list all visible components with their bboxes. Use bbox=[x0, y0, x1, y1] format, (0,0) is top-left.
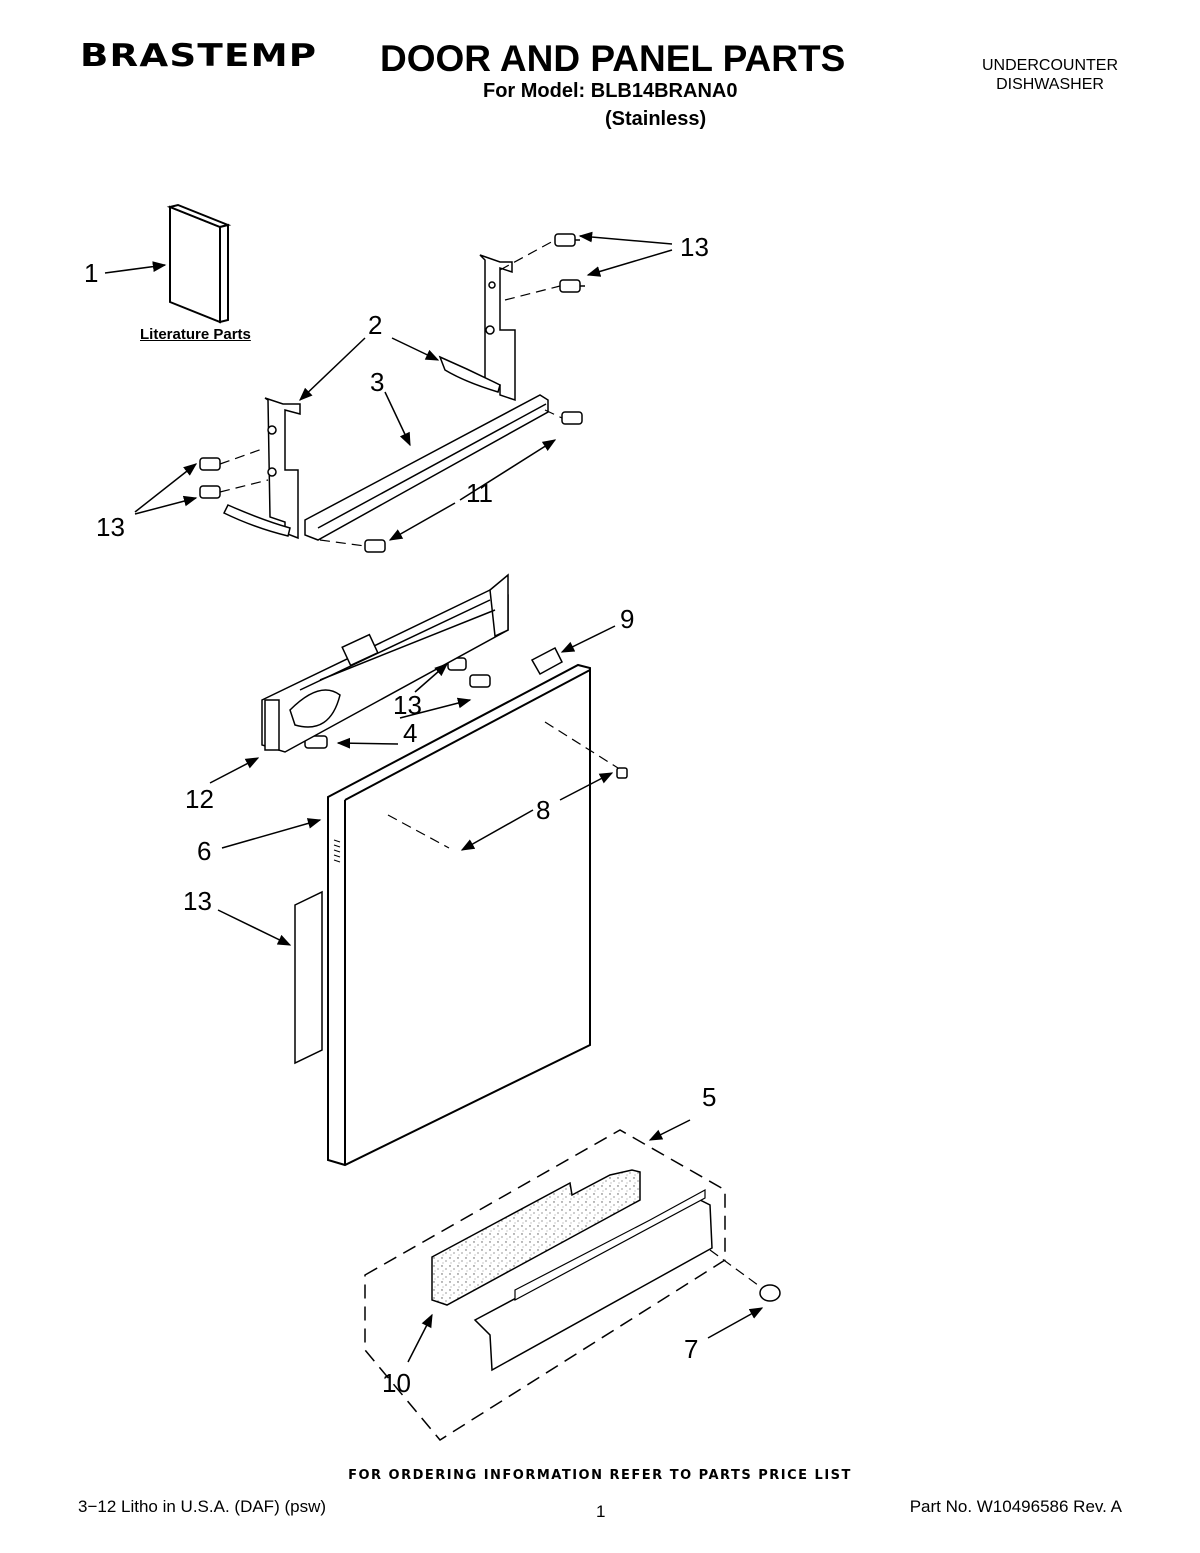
model-variant: (Stainless) bbox=[605, 108, 707, 130]
callout-13-left: 13 bbox=[96, 512, 125, 542]
brand-logo: BRASTEMP bbox=[80, 38, 318, 74]
callout-13-middle: 13 bbox=[393, 690, 422, 720]
callout-1: 1 bbox=[84, 258, 99, 288]
callout-13-lower: 13 bbox=[183, 886, 212, 916]
appliance-type-line1: UNDERCOUNTER bbox=[982, 57, 1118, 74]
model-line: For Model: BLB14BRANA0 bbox=[483, 80, 738, 102]
part-number: Part No. W10496586 Rev. A bbox=[909, 1497, 1122, 1516]
litho-info: 3−12 Litho in U.S.A. (DAF) (psw) bbox=[78, 1497, 327, 1516]
ordering-note: FOR ORDERING INFORMATION REFER TO PARTS … bbox=[348, 1468, 852, 1483]
toe-insulation bbox=[431, 1169, 641, 1306]
callout-4: 4 bbox=[403, 718, 418, 748]
hinge-bracket-left bbox=[222, 397, 301, 540]
alignment-lines bbox=[219, 239, 763, 1289]
callout-2: 2 bbox=[368, 310, 383, 340]
callout-9: 9 bbox=[620, 604, 635, 634]
appliance-type-line2: DISHWASHER bbox=[996, 76, 1104, 93]
control-panel-assembly bbox=[261, 573, 509, 753]
door-panel bbox=[327, 663, 591, 1167]
page-title: DOOR AND PANEL PARTS bbox=[380, 38, 846, 79]
hinge-bracket-right bbox=[438, 254, 516, 402]
page-number: 1 bbox=[596, 1502, 606, 1521]
callout-7: 7 bbox=[684, 1334, 699, 1364]
callout-6: 6 bbox=[197, 836, 212, 866]
callout-12: 12 bbox=[185, 784, 214, 814]
appliance-type: UNDERCOUNTER DISHWASHER bbox=[982, 56, 1118, 94]
leader-arrows bbox=[104, 231, 764, 1363]
callout-10: 10 bbox=[382, 1368, 411, 1398]
callout-8: 8 bbox=[536, 795, 551, 825]
literature-parts-label: Literature Parts bbox=[140, 326, 251, 343]
callout-13-top: 13 bbox=[680, 232, 709, 262]
callout-11: 11 bbox=[466, 478, 493, 508]
door-gasket-strip bbox=[294, 890, 323, 1065]
toe-panel-kit bbox=[364, 1129, 726, 1441]
callout-3: 3 bbox=[370, 367, 385, 397]
literature-booklet bbox=[166, 203, 232, 324]
callout-5: 5 bbox=[702, 1082, 717, 1112]
small-pad bbox=[530, 646, 563, 676]
